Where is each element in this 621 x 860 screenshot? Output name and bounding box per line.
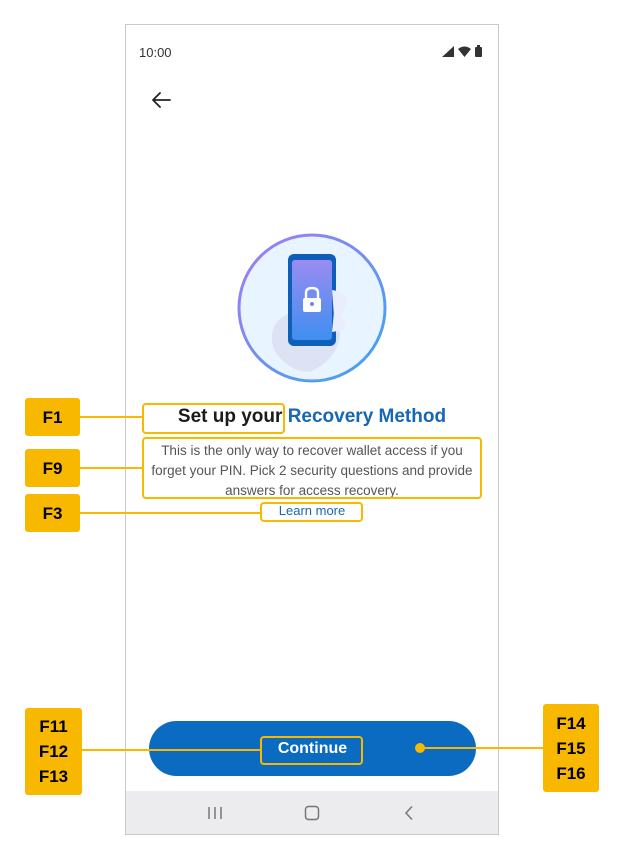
annotation-f1-label: F1 (42, 407, 63, 427)
annotation-f14-label: F14 (556, 713, 586, 733)
title-part2: Recovery Method (287, 406, 447, 427)
annotation-f3-label: F3 (42, 503, 63, 523)
description-text: This is the only way to recover wallet a… (151, 443, 473, 498)
annotation-f13-label: F13 (38, 767, 69, 786)
battery-icon (475, 45, 482, 57)
continue-button[interactable]: Continue (149, 721, 476, 776)
learn-more-link[interactable]: Learn more (278, 503, 346, 518)
phone-lock-icon (237, 233, 387, 383)
annotation-connector-f3 (80, 512, 261, 514)
title-part1: Set up your (177, 406, 283, 427)
system-nav-bar (126, 791, 498, 834)
annotation-tag-f3: F3 (25, 494, 80, 532)
phone-screen: 10:00 (125, 24, 499, 835)
annotation-connector-f11-f13 (82, 749, 261, 751)
status-icons (442, 45, 482, 57)
annotation-tag-f9: F9 (25, 449, 80, 487)
annotation-dot-f14-f16 (415, 743, 425, 753)
hero-illustration (236, 232, 388, 384)
annotation-tag-f1: F1 (25, 398, 80, 436)
back-icon (405, 805, 413, 820)
system-back-button[interactable] (389, 798, 429, 828)
annotation-connector-f1 (80, 416, 143, 418)
signal-icon (442, 45, 454, 57)
annotation-tag-f14-f16: F14 F15 F16 (543, 704, 599, 792)
annotation-f15-label: F15 (556, 738, 586, 758)
wifi-icon (458, 46, 471, 57)
annotation-tag-f11-f13: F11 F12 F13 (25, 708, 82, 795)
arrow-left-icon (152, 92, 171, 108)
annotation-box-f11-f13 (260, 736, 363, 765)
annotation-f12-label: F12 (38, 742, 69, 761)
annotation-box-f9 (142, 437, 482, 499)
annotation-f9-label: F9 (42, 458, 63, 478)
status-time: 10:00 (139, 45, 172, 60)
page-title: Set up your Recovery Method (126, 406, 498, 428)
continue-button-label: Continue (277, 739, 348, 757)
annotation-connector-f9 (80, 467, 143, 469)
back-button[interactable] (148, 87, 174, 113)
home-button[interactable] (292, 798, 332, 828)
annotation-f16-label: F16 (556, 763, 586, 783)
annotation-box-f3 (260, 502, 363, 522)
annotation-f11-label: F11 (39, 717, 68, 736)
home-icon (304, 805, 320, 820)
status-bar: 10:00 (126, 25, 498, 81)
recents-button[interactable] (195, 798, 235, 828)
annotation-connector-f14-f16 (421, 747, 543, 749)
recents-icon (207, 806, 222, 819)
annotation-box-f1 (142, 403, 285, 434)
